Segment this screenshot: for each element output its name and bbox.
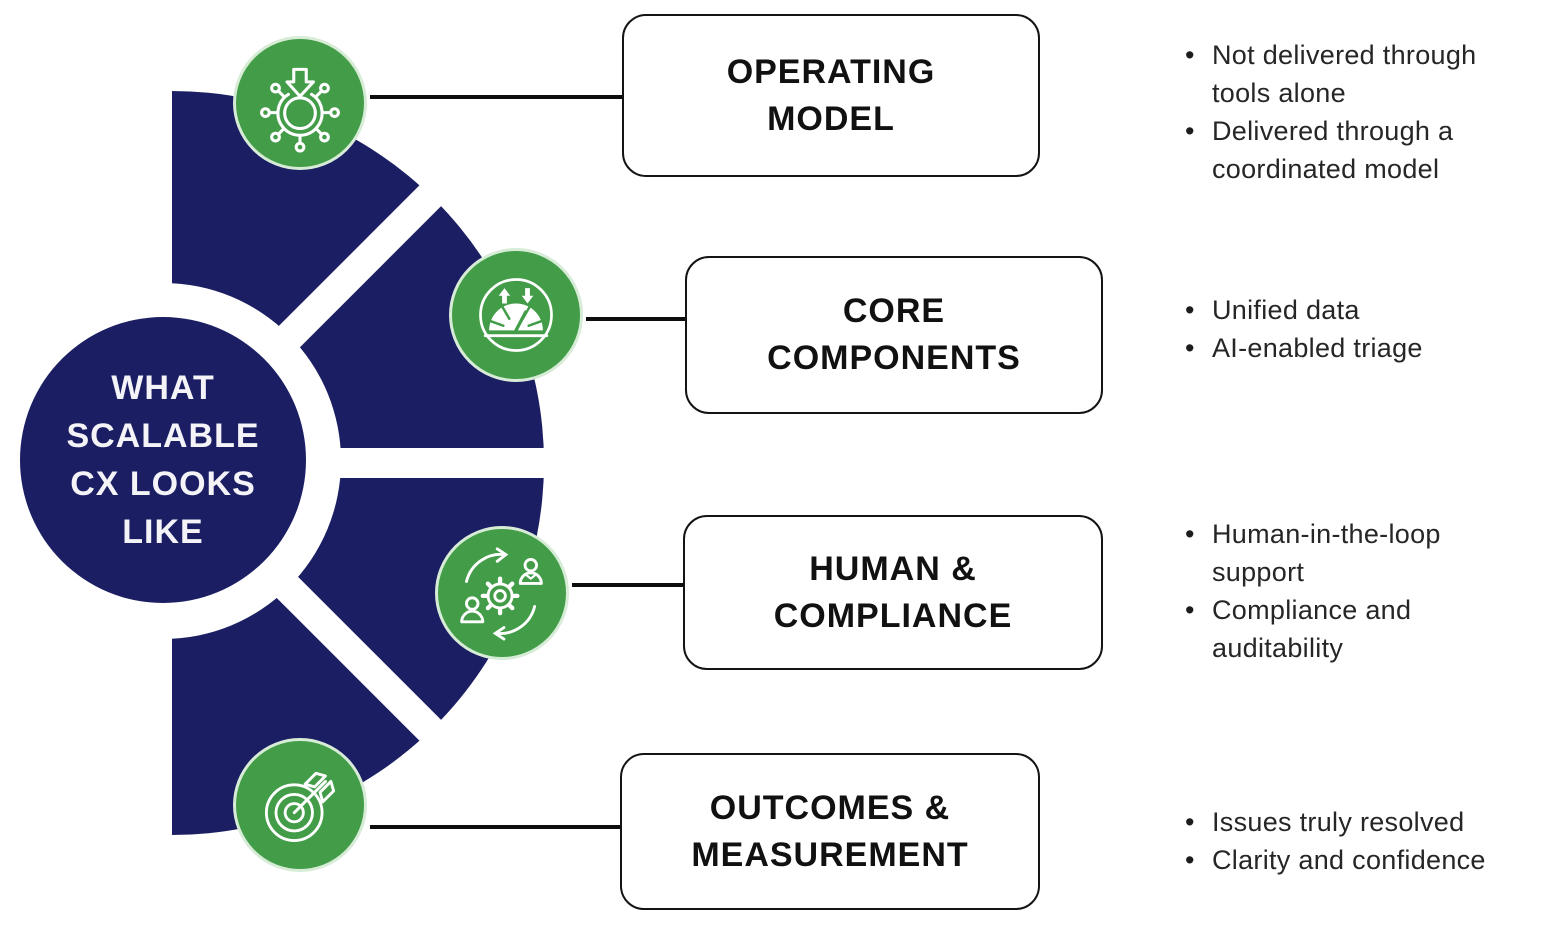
label-text-operating-model: OPERATING MODEL bbox=[726, 52, 936, 138]
label-box-core-components: CORE COMPONENTS bbox=[685, 256, 1103, 414]
bullet-text: Delivered through a coordinated model bbox=[1212, 116, 1454, 184]
target-arrow-icon bbox=[264, 771, 336, 842]
human-compliance-icon-badge bbox=[435, 526, 569, 660]
bullet-list-operating-model: • Not delivered through tools alone • De… bbox=[1185, 36, 1476, 188]
list-item: • Issues truly resolved bbox=[1185, 803, 1486, 841]
list-item: • Clarity and confidence bbox=[1185, 841, 1486, 879]
list-item: • Not delivered through tools alone bbox=[1185, 36, 1476, 112]
connector-outcomes-measurement bbox=[370, 825, 620, 829]
bullet-text: Compliance and auditability bbox=[1212, 595, 1412, 663]
fan-diagram bbox=[0, 91, 590, 835]
gauge-icon bbox=[479, 278, 553, 352]
list-item: • Delivered through a coordinated model bbox=[1185, 112, 1476, 188]
list-item: • AI-enabled triage bbox=[1185, 329, 1423, 367]
bullet-list-human-compliance: • Human-in-the-loop support • Compliance… bbox=[1185, 515, 1441, 667]
bullet-text: Unified data bbox=[1212, 295, 1360, 325]
connector-operating-model bbox=[370, 95, 622, 99]
label-box-operating-model: OPERATING MODEL bbox=[622, 14, 1040, 177]
bullet-text: Not delivered through tools alone bbox=[1212, 40, 1477, 108]
bullet-dot: • bbox=[1185, 116, 1195, 146]
label-box-outcomes-measurement: OUTCOMES & MEASUREMENT bbox=[620, 753, 1040, 910]
bullet-list-outcomes-measurement: • Issues truly resolved • Clarity and co… bbox=[1185, 803, 1486, 879]
outcomes-measurement-icon-badge bbox=[233, 738, 367, 872]
list-item: • Compliance and auditability bbox=[1185, 591, 1441, 667]
bullet-dot: • bbox=[1185, 595, 1195, 625]
bullet-text: Human-in-the-loop support bbox=[1212, 519, 1441, 587]
bullet-dot: • bbox=[1185, 333, 1195, 363]
bullet-dot: • bbox=[1185, 519, 1195, 549]
label-text-human-compliance: HUMAN & COMPLIANCE bbox=[773, 549, 1013, 635]
bullet-list-core-components: • Unified data • AI-enabled triage bbox=[1185, 291, 1423, 367]
people-gear-cycle-icon bbox=[460, 547, 543, 641]
label-box-human-compliance: HUMAN & COMPLIANCE bbox=[683, 515, 1103, 670]
label-text-core-components: CORE COMPONENTS bbox=[767, 292, 1021, 377]
connector-core-components bbox=[586, 317, 685, 321]
bullet-dot: • bbox=[1185, 807, 1195, 837]
bullet-text: Issues truly resolved bbox=[1212, 807, 1465, 837]
bullet-dot: • bbox=[1185, 40, 1195, 70]
list-item: • Human-in-the-loop support bbox=[1185, 515, 1441, 591]
bullet-dot: • bbox=[1185, 295, 1195, 325]
bullet-text: Clarity and confidence bbox=[1212, 845, 1486, 875]
hub-centralize-icon bbox=[260, 67, 340, 153]
operating-model-icon-badge bbox=[233, 36, 367, 170]
bullet-text: AI-enabled triage bbox=[1212, 333, 1423, 363]
connector-human-compliance bbox=[572, 583, 683, 587]
label-text-outcomes-measurement: OUTCOMES & MEASUREMENT bbox=[691, 788, 969, 874]
core-components-icon-badge bbox=[449, 248, 583, 382]
list-item: • Unified data bbox=[1185, 291, 1423, 329]
center-circle bbox=[20, 317, 306, 603]
center-title: WHAT SCALABLE CX LOOKS LIKE bbox=[66, 369, 260, 551]
bullet-dot: • bbox=[1185, 845, 1195, 875]
